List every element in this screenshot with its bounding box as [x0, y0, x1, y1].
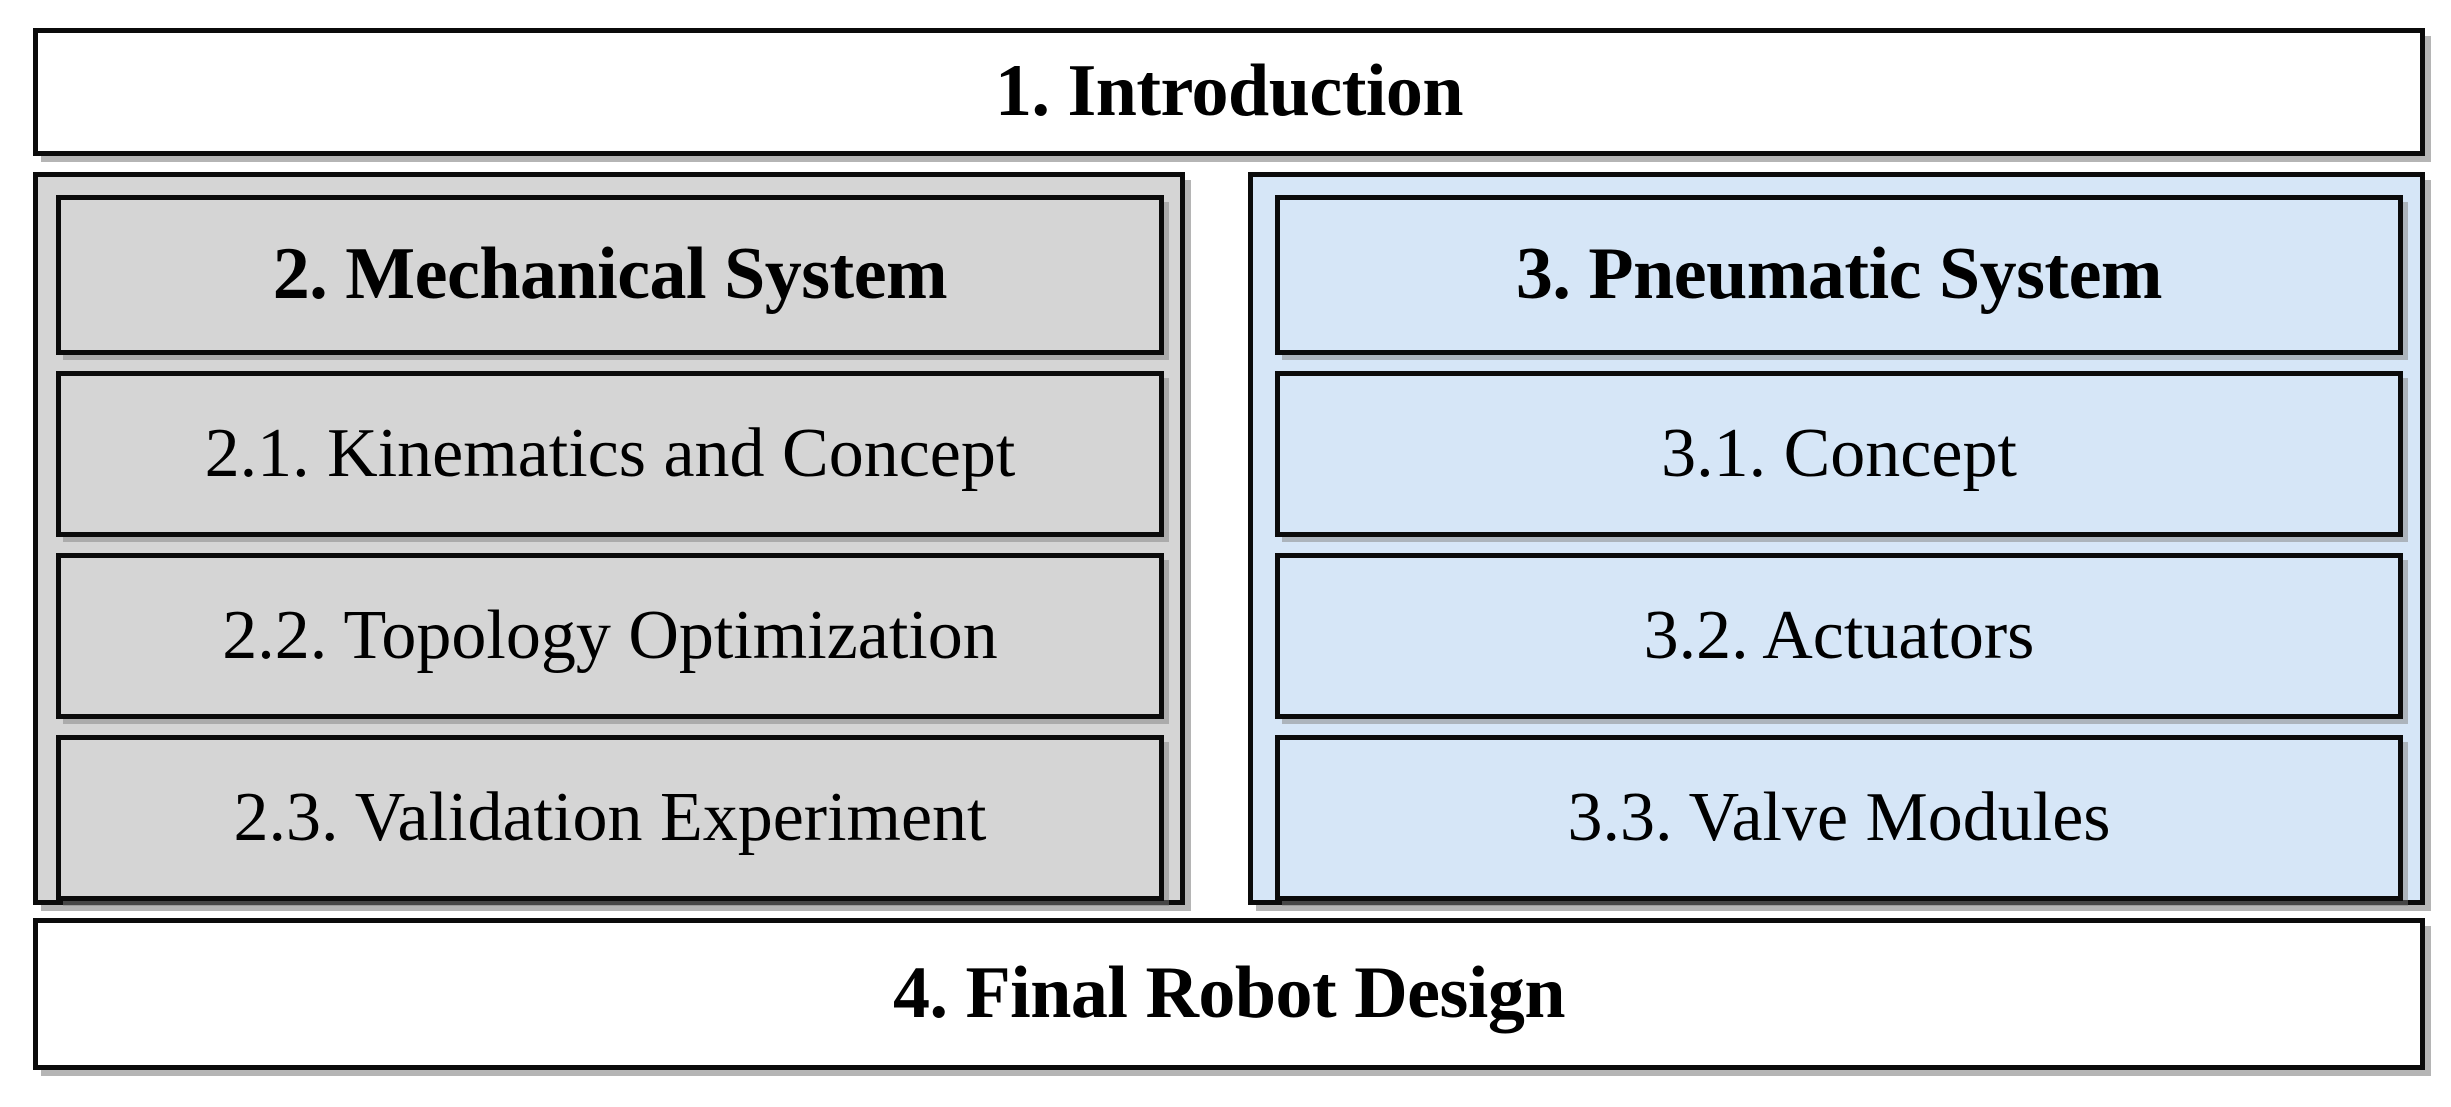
section-box-pneumatic-system: 3. Pneumatic System [1275, 195, 2403, 355]
section-box-kinematics-and-concept: 2.1. Kinematics and Concept [56, 371, 1164, 537]
section-box-actuators: 3.2. Actuators [1275, 553, 2403, 719]
column-mechanical-system: 2. Mechanical System 2.1. Kinematics and… [33, 172, 1185, 905]
section-box-concept: 3.1. Concept [1275, 371, 2403, 537]
section-label-actuators: 3.2. Actuators [1643, 597, 2035, 675]
section-label-pneumatic-system: 3. Pneumatic System [1515, 233, 2163, 316]
section-label-valve-modules: 3.3. Valve Modules [1567, 779, 2111, 857]
section-box-mechanical-system: 2. Mechanical System [56, 195, 1164, 355]
section-label-topology-optimization: 2.2. Topology Optimization [222, 597, 998, 675]
section-label-mechanical-system: 2. Mechanical System [272, 233, 948, 316]
section-box-final-robot-design: 4. Final Robot Design [33, 918, 2425, 1070]
section-box-introduction: 1. Introduction [33, 28, 2425, 156]
section-label-introduction: 1. Introduction [994, 50, 1464, 133]
section-box-valve-modules: 3.3. Valve Modules [1275, 735, 2403, 901]
column-pneumatic-system: 3. Pneumatic System 3.1. Concept 3.2. Ac… [1248, 172, 2425, 905]
section-label-final-robot-design: 4. Final Robot Design [892, 952, 1566, 1035]
section-box-validation-experiment: 2.3. Validation Experiment [56, 735, 1164, 901]
section-label-kinematics-and-concept: 2.1. Kinematics and Concept [204, 415, 1016, 493]
section-label-concept: 3.1. Concept [1661, 415, 2017, 493]
section-box-topology-optimization: 2.2. Topology Optimization [56, 553, 1164, 719]
section-label-validation-experiment: 2.3. Validation Experiment [233, 779, 987, 857]
